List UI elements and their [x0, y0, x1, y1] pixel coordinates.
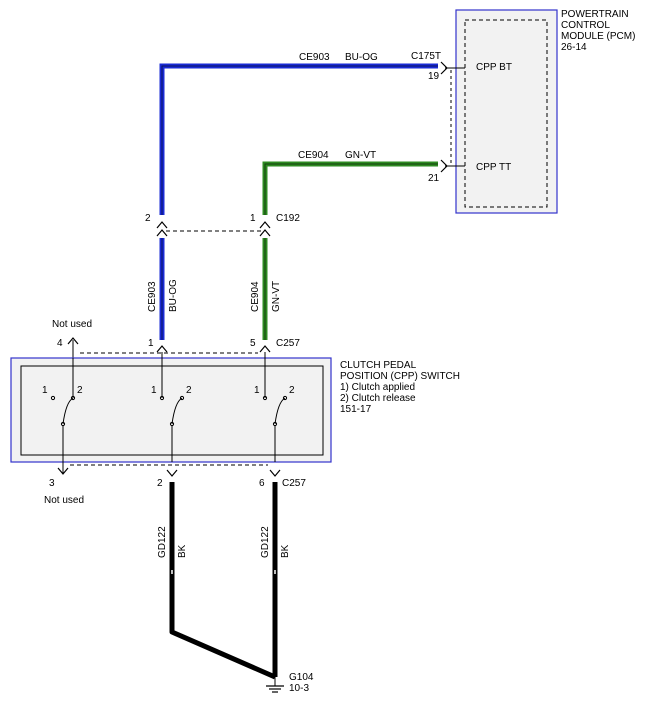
pcm-title-4: 26-14 — [561, 42, 587, 53]
c257-bottom-pin-6-terminal — [269, 469, 281, 477]
c257-bottom-pin-6-label: 6 — [259, 478, 265, 489]
switch-1-blade — [62, 397, 74, 425]
switch-3-contact-1 — [262, 395, 268, 401]
c257-top-name-label: C257 — [276, 338, 300, 349]
connector-c257-bottom: 3 Not used 2 6 C257 — [44, 462, 306, 506]
ground-ref-label: 10-3 — [289, 683, 309, 694]
wire-gd122: GD122 BK GD122 BK — [157, 482, 291, 680]
ground-g104: G104 10-3 — [266, 672, 314, 694]
c257-top-pin-4-terminal — [67, 337, 79, 345]
cpp-switch-element-3: 1 2 — [254, 352, 295, 462]
c192-pin-2-female — [156, 221, 168, 229]
c192-pin-1-male — [259, 229, 271, 237]
pcm-connector-c175t: C175T 19 21 — [411, 51, 465, 184]
wire-ce904-color-vert: GN-VT — [271, 281, 282, 312]
wire-gd122-left — [169, 482, 277, 680]
switch-2-label-2: 2 — [186, 385, 192, 396]
pin-21-label: 21 — [428, 173, 440, 184]
connector-c257-top: Not used 4 1 5 C257 — [52, 319, 300, 358]
switch-1-label-2: 2 — [77, 385, 83, 396]
ground-name-label: G104 — [289, 672, 314, 683]
wire-gd122-left-circuit: GD122 — [157, 526, 168, 558]
c257-bottom-pin-2-terminal — [166, 469, 178, 477]
switch-3-label-1: 1 — [254, 385, 260, 396]
switch-2-label-1: 1 — [151, 385, 157, 396]
wire-ce903-upper — [159, 63, 438, 215]
c192-pin-b-label: 1 — [250, 213, 256, 224]
wire-ce903-circuit-vert: CE903 — [147, 281, 158, 312]
switch-3-blade — [274, 397, 286, 425]
wire-ce903-color-top: BU-OG — [345, 52, 378, 63]
wire-ce903-upper-core — [161, 65, 438, 215]
pcm-pin-bt-label: CPP BT — [476, 62, 512, 73]
wire-ce904-color-top: GN-VT — [345, 150, 376, 161]
pcm-outline — [455, 9, 558, 214]
wire-ce904-circuit-vert: CE904 — [250, 281, 261, 312]
pcm-title-2: CONTROL — [561, 20, 610, 31]
wire-ce903-circuit-top: CE903 — [299, 52, 330, 63]
pcm-title-3: MODULE (PCM) — [561, 31, 635, 42]
cpp-switch: CLUTCH PEDAL POSITION (CPP) SWITCH 1) Cl… — [10, 352, 460, 463]
c192-pin-2-male — [156, 229, 168, 237]
wire-gd122-left-color: BK — [177, 544, 188, 558]
c257-top-pin-4-label: 4 — [57, 338, 63, 349]
wire-ce903: CE903 BU-OG CE903 BU-OG — [147, 52, 438, 340]
c257-bottom-pin-3-terminal — [57, 467, 69, 475]
cpp-title-1: CLUTCH PEDAL — [340, 360, 417, 371]
cpp-title-2: POSITION (CPP) SWITCH — [340, 371, 460, 382]
cpp-switch-outline — [10, 357, 332, 463]
wire-gd122-right-color: BK — [280, 544, 291, 558]
connector-c192: 2 1 C192 — [145, 213, 300, 237]
cpp-title-5: 151-17 — [340, 404, 372, 415]
switch-1-label-1: 1 — [42, 385, 48, 396]
wire-gd122-right-circuit: GD122 — [260, 526, 271, 558]
switch-1-contact-1 — [50, 395, 56, 401]
pcm-title-1: POWERTRAIN — [561, 9, 629, 20]
switch-2-contact-1 — [159, 395, 165, 401]
pin-19-label: 19 — [428, 71, 440, 82]
cpp-switch-element-1: 1 2 — [42, 358, 83, 462]
wire-ce904-upper-core — [264, 163, 438, 215]
not-used-label-top: Not used — [52, 319, 92, 330]
switch-2-blade — [171, 397, 183, 425]
switch-2-pivot — [169, 421, 175, 427]
c192-pin-1-female — [259, 221, 271, 229]
pcm-module: POWERTRAIN CONTROL MODULE (PCM) 26-14 CP… — [455, 9, 635, 214]
connector-c175t-label: C175T — [411, 51, 441, 62]
wire-ce903-color-vert: BU-OG — [168, 279, 179, 312]
c257-top-pin-1-label: 1 — [148, 338, 154, 349]
cpp-title-4: 2) Clutch release — [340, 393, 416, 404]
switch-1-contact-2 — [70, 395, 76, 401]
c257-top-pin-1-terminal — [156, 345, 168, 353]
wire-ce904: CE904 GN-VT CE904 GN-VT — [250, 150, 438, 340]
c192-pin-a-label: 2 — [145, 213, 151, 224]
cpp-switch-element-2: 1 2 — [151, 352, 192, 462]
wire-ce904-circuit-top: CE904 — [298, 150, 329, 161]
c257-bottom-pin-2-label: 2 — [157, 478, 163, 489]
pcm-inner-outline — [464, 19, 548, 208]
switch-3-contact-2 — [282, 395, 288, 401]
c257-top-pin-5-terminal — [259, 345, 271, 353]
switch-1-pivot — [60, 421, 66, 427]
pcm-pin-tt-label: CPP TT — [476, 162, 511, 173]
cpp-title-3: 1) Clutch applied — [340, 382, 415, 393]
switch-2-contact-2 — [179, 395, 185, 401]
c257-bottom-name-label: C257 — [282, 478, 306, 489]
c257-top-pin-5-label: 5 — [250, 338, 256, 349]
switch-3-label-2: 2 — [289, 385, 295, 396]
c257-bottom-pin-3-label: 3 — [49, 478, 55, 489]
switch-3-pivot — [272, 421, 278, 427]
wire-ce904-upper — [262, 161, 438, 215]
c192-name-label: C192 — [276, 213, 300, 224]
not-used-label-bottom: Not used — [44, 495, 84, 506]
